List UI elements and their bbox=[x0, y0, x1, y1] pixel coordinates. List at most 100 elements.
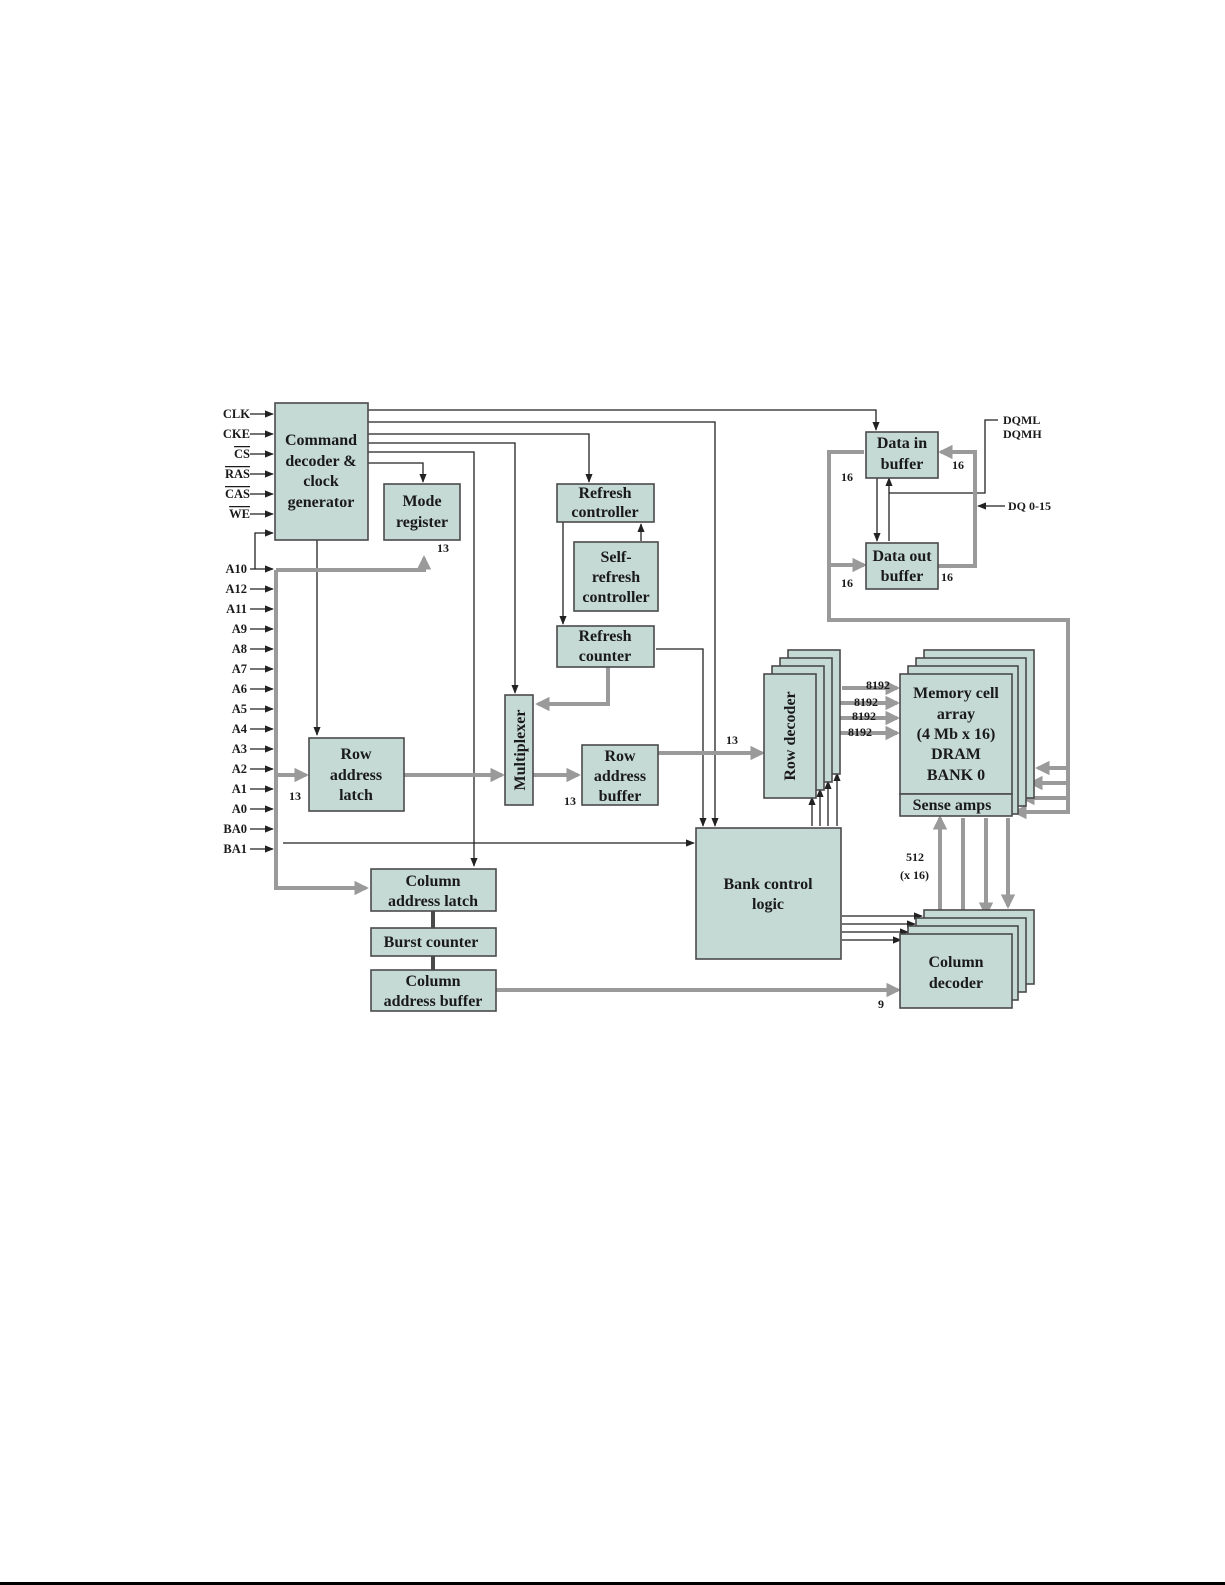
multiplexer-label: Multiplexer bbox=[512, 710, 529, 791]
refresh-counter-block: Refresh counter bbox=[556, 625, 655, 668]
page-bottom-rule bbox=[0, 1582, 1225, 1585]
command-decoder-block: Command decoder & clock generator bbox=[274, 402, 369, 541]
self-refresh-label-2: refresh bbox=[592, 569, 640, 586]
memory-cell-array-block: Memory cell array (4 Mb x 16) DRAM BANK … bbox=[899, 673, 1013, 795]
signal-dqml: DQML bbox=[1003, 413, 1040, 427]
width-data-in-right: 16 bbox=[952, 458, 964, 472]
width-row-line-3: 8192 bbox=[852, 709, 876, 723]
address-pin-labels: A10 A12 A11 A9 A8 A7 A6 A5 A4 A3 A2 A1 A… bbox=[223, 562, 247, 856]
column-address-buffer-label-2: address buffer bbox=[384, 993, 483, 1010]
bank-control-label-2: logic bbox=[752, 896, 784, 913]
refresh-controller-label-1: Refresh bbox=[578, 485, 631, 502]
data-in-buffer-label-2: buffer bbox=[881, 456, 924, 473]
row-address-latch-label-2: address bbox=[330, 767, 382, 784]
memory-array-label-3: (4 Mb x 16) bbox=[917, 726, 996, 743]
memory-array-label-5: BANK 0 bbox=[927, 767, 985, 784]
pin-a8: A8 bbox=[232, 642, 247, 656]
control-lines bbox=[250, 409, 1005, 944]
command-decoder-label-4: generator bbox=[288, 494, 355, 511]
width-data-in-left: 16 bbox=[841, 470, 853, 484]
width-data-out-right: 16 bbox=[941, 570, 953, 584]
command-decoder-label-2: decoder & bbox=[285, 453, 356, 470]
data-out-buffer-block: Data out buffer bbox=[865, 542, 939, 590]
pin-a5: A5 bbox=[232, 702, 247, 716]
column-decoder-label-2: decoder bbox=[929, 975, 983, 992]
bank-control-logic-block: Bank control logic bbox=[695, 827, 842, 960]
pin-a0: A0 bbox=[232, 802, 247, 816]
width-row-latch: 13 bbox=[289, 789, 301, 803]
mode-register-label-1: Mode bbox=[402, 493, 441, 510]
pin-ba0: BA0 bbox=[223, 822, 247, 836]
row-address-latch-label-3: latch bbox=[339, 787, 373, 804]
row-decoder-block: Row decoder bbox=[763, 673, 817, 799]
pin-a10: A10 bbox=[225, 562, 247, 576]
width-row-line-2: 8192 bbox=[854, 695, 878, 709]
self-refresh-controller-block: Self- refresh controller bbox=[573, 541, 659, 612]
pin-we: WE bbox=[229, 507, 250, 521]
refresh-controller-label-2: controller bbox=[571, 504, 638, 521]
pin-a4: A4 bbox=[232, 722, 248, 736]
row-address-latch-label-1: Row bbox=[340, 746, 372, 763]
width-row-decoder-in: 13 bbox=[726, 733, 738, 747]
multiplexer-block: Multiplexer bbox=[504, 694, 534, 806]
self-refresh-label-3: controller bbox=[582, 589, 649, 606]
pin-a6: A6 bbox=[232, 682, 247, 696]
burst-counter-block: Burst counter bbox=[370, 927, 497, 957]
column-address-latch-label-2: address latch bbox=[388, 893, 478, 910]
pin-cs: CS bbox=[234, 447, 250, 461]
pin-a7: A7 bbox=[232, 662, 247, 676]
burst-counter-label: Burst counter bbox=[384, 934, 479, 951]
width-row-line-1: 8192 bbox=[866, 678, 890, 692]
row-address-buffer-label-2: address bbox=[594, 768, 646, 785]
width-sense-1: 512 bbox=[906, 850, 924, 864]
pin-a9: A9 bbox=[232, 622, 247, 636]
pin-a11: A11 bbox=[226, 602, 247, 616]
pin-cke: CKE bbox=[223, 427, 250, 441]
pin-ba1: BA1 bbox=[223, 842, 247, 856]
pin-cas: CAS bbox=[225, 487, 250, 501]
pin-a2: A2 bbox=[232, 762, 247, 776]
bus-width-labels: 13 13 13 13 8192 8192 8192 8192 512 (x 1… bbox=[289, 458, 964, 1011]
memory-array-label-2: array bbox=[937, 706, 975, 723]
pin-a12: A12 bbox=[225, 582, 247, 596]
data-buses bbox=[274, 444, 1070, 998]
row-address-buffer-label-3: buffer bbox=[599, 788, 642, 805]
data-in-buffer-label-1: Data in bbox=[877, 435, 927, 452]
width-row-buffer: 13 bbox=[564, 794, 576, 808]
row-address-buffer-block: Row address buffer bbox=[581, 744, 659, 806]
signal-dqmh: DQMH bbox=[1003, 427, 1042, 441]
pin-a1: A1 bbox=[232, 782, 247, 796]
pin-clk: CLK bbox=[223, 407, 250, 421]
refresh-controller-block: Refresh controller bbox=[556, 483, 655, 523]
data-in-buffer-block: Data in buffer bbox=[865, 431, 939, 479]
column-address-buffer-block: Column address buffer bbox=[370, 969, 497, 1012]
self-refresh-label-1: Self- bbox=[600, 549, 631, 566]
width-row-line-4: 8192 bbox=[848, 725, 872, 739]
command-decoder-label-1: Command bbox=[285, 432, 357, 449]
width-mode: 13 bbox=[437, 541, 449, 555]
width-data-out-left: 16 bbox=[841, 576, 853, 590]
data-out-buffer-label-1: Data out bbox=[872, 548, 932, 565]
command-decoder-label-3: clock bbox=[303, 473, 339, 490]
sense-amps-block: Sense amps bbox=[899, 793, 1013, 817]
pin-a3: A3 bbox=[232, 742, 247, 756]
width-sense-2: (x 16) bbox=[900, 868, 929, 882]
column-address-latch-block: Column address latch bbox=[370, 868, 497, 912]
column-decoder-block: Column decoder bbox=[899, 933, 1013, 1009]
refresh-counter-label-1: Refresh bbox=[578, 628, 631, 645]
bank-control-label-1: Bank control bbox=[723, 876, 813, 893]
control-pin-labels: CLK CKE CS RAS CAS WE bbox=[223, 407, 250, 521]
pin-ras: RAS bbox=[225, 467, 250, 481]
data-out-buffer-label-2: buffer bbox=[881, 568, 924, 585]
column-address-latch-label-1: Column bbox=[405, 873, 460, 890]
sense-amps-label: Sense amps bbox=[913, 797, 992, 814]
row-decoder-label: Row decoder bbox=[782, 691, 799, 780]
column-address-buffer-label-1: Column bbox=[405, 973, 460, 990]
row-address-buffer-label-1: Row bbox=[604, 748, 636, 765]
width-column: 9 bbox=[878, 997, 884, 1011]
mode-register-block: Mode register bbox=[383, 483, 461, 541]
column-decoder-label-1: Column bbox=[928, 954, 983, 971]
signal-dq: DQ 0-15 bbox=[1008, 499, 1051, 513]
refresh-counter-label-2: counter bbox=[579, 648, 631, 665]
